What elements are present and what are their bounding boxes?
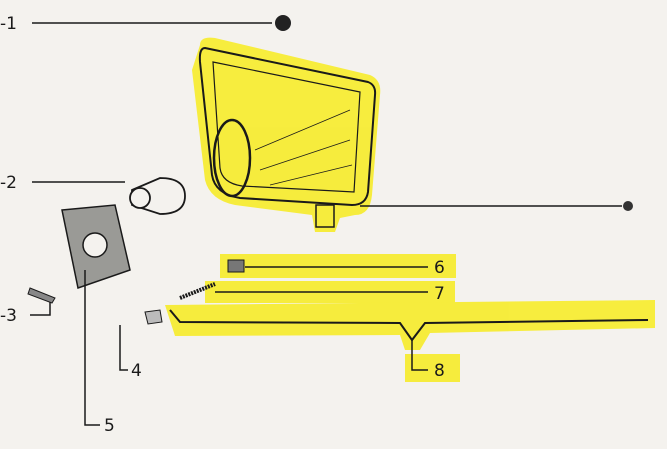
bulb (129, 177, 186, 215)
grommet (275, 15, 291, 31)
callout-7-label: 7 (434, 284, 445, 304)
screw (144, 309, 163, 325)
small-bulb (27, 287, 56, 304)
callout-3-label: -3 (0, 306, 17, 326)
leader-end-dot (623, 201, 633, 211)
callout-5-label: 5 (104, 416, 115, 436)
headlamp-highlight (192, 37, 381, 232)
clip (227, 259, 245, 273)
label-8-highlight (405, 354, 460, 382)
headlamp (198, 46, 377, 228)
bulb-holder (61, 204, 131, 289)
callout-1-label: -1 (0, 14, 17, 34)
part-6-highlight (220, 254, 456, 278)
part-8-highlight (165, 300, 655, 350)
callout-6-label: 6 (434, 258, 445, 278)
wiring (169, 309, 649, 342)
callout-8-label: 8 (434, 361, 445, 381)
leader-lines (30, 22, 622, 426)
callout-4-label: 4 (131, 361, 142, 381)
callout-2-label: -2 (0, 173, 17, 193)
spring (179, 282, 216, 300)
highlights (165, 37, 655, 382)
